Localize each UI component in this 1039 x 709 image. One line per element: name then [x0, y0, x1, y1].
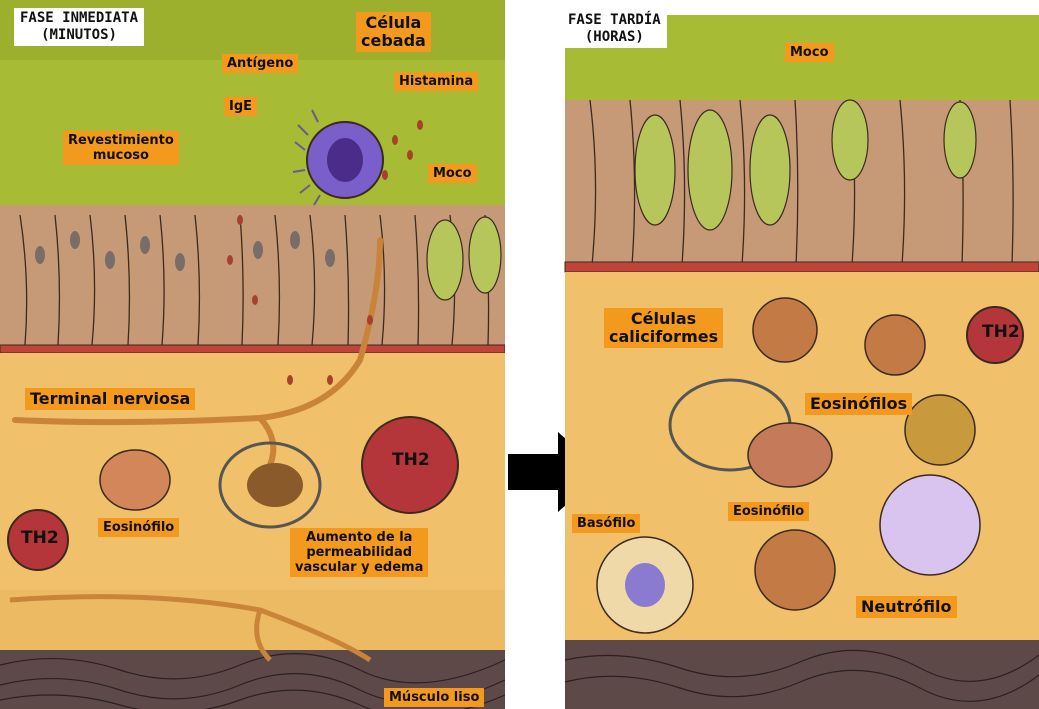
- left-panel: FASE INMEDIATA (MINUTOS) Célula cebada A…: [0, 0, 505, 709]
- label-basophil: Basófilo: [572, 514, 640, 533]
- label-th2-center: TH2: [388, 452, 434, 469]
- label-eosinophils: Eosinófilos: [805, 393, 912, 415]
- eosinophil-cell: [753, 298, 817, 362]
- right-panel-illustration: [560, 0, 1039, 709]
- neutrophil-cell: [880, 475, 980, 575]
- label-eosinophil: Eosinófilo: [98, 518, 179, 537]
- label-neutrophil: Neutrófilo: [856, 596, 957, 618]
- eosinophil-cell: [905, 395, 975, 465]
- eosinophil-cell: [755, 530, 835, 610]
- label-ige: IgE: [224, 97, 257, 116]
- smooth-muscle: [565, 640, 1039, 709]
- label-antigen: Antígeno: [222, 54, 298, 73]
- label-nerve-terminal: Terminal nerviosa: [25, 388, 195, 410]
- label-th2-left: TH2: [17, 530, 63, 547]
- label-goblet-cells: Células caliciformes: [604, 308, 723, 348]
- phase-title-immediate: FASE INMEDIATA (MINUTOS): [14, 8, 144, 46]
- label-mast-cell: Célula cebada: [356, 12, 431, 52]
- label-smooth-muscle: Músculo liso: [384, 688, 484, 707]
- label-histamine: Histamina: [394, 72, 478, 91]
- phase-title-late: FASE TARDÍA (HORAS): [562, 10, 667, 48]
- eosinophil: [100, 450, 170, 510]
- label-mucosal-lining: Revestimiento mucoso: [63, 131, 179, 165]
- label-th2: TH2: [978, 324, 1024, 341]
- label-eosinophil: Eosinófilo: [728, 502, 809, 521]
- label-mucus: Moco: [428, 164, 477, 183]
- label-mucus: Moco: [785, 43, 834, 62]
- right-panel: FASE TARDÍA (HORAS) Moco Células calicif…: [560, 0, 1039, 709]
- label-vascular-permeability: Aumento de la permeabilidad vascular y e…: [290, 528, 428, 577]
- eosinophil-cell: [865, 315, 925, 375]
